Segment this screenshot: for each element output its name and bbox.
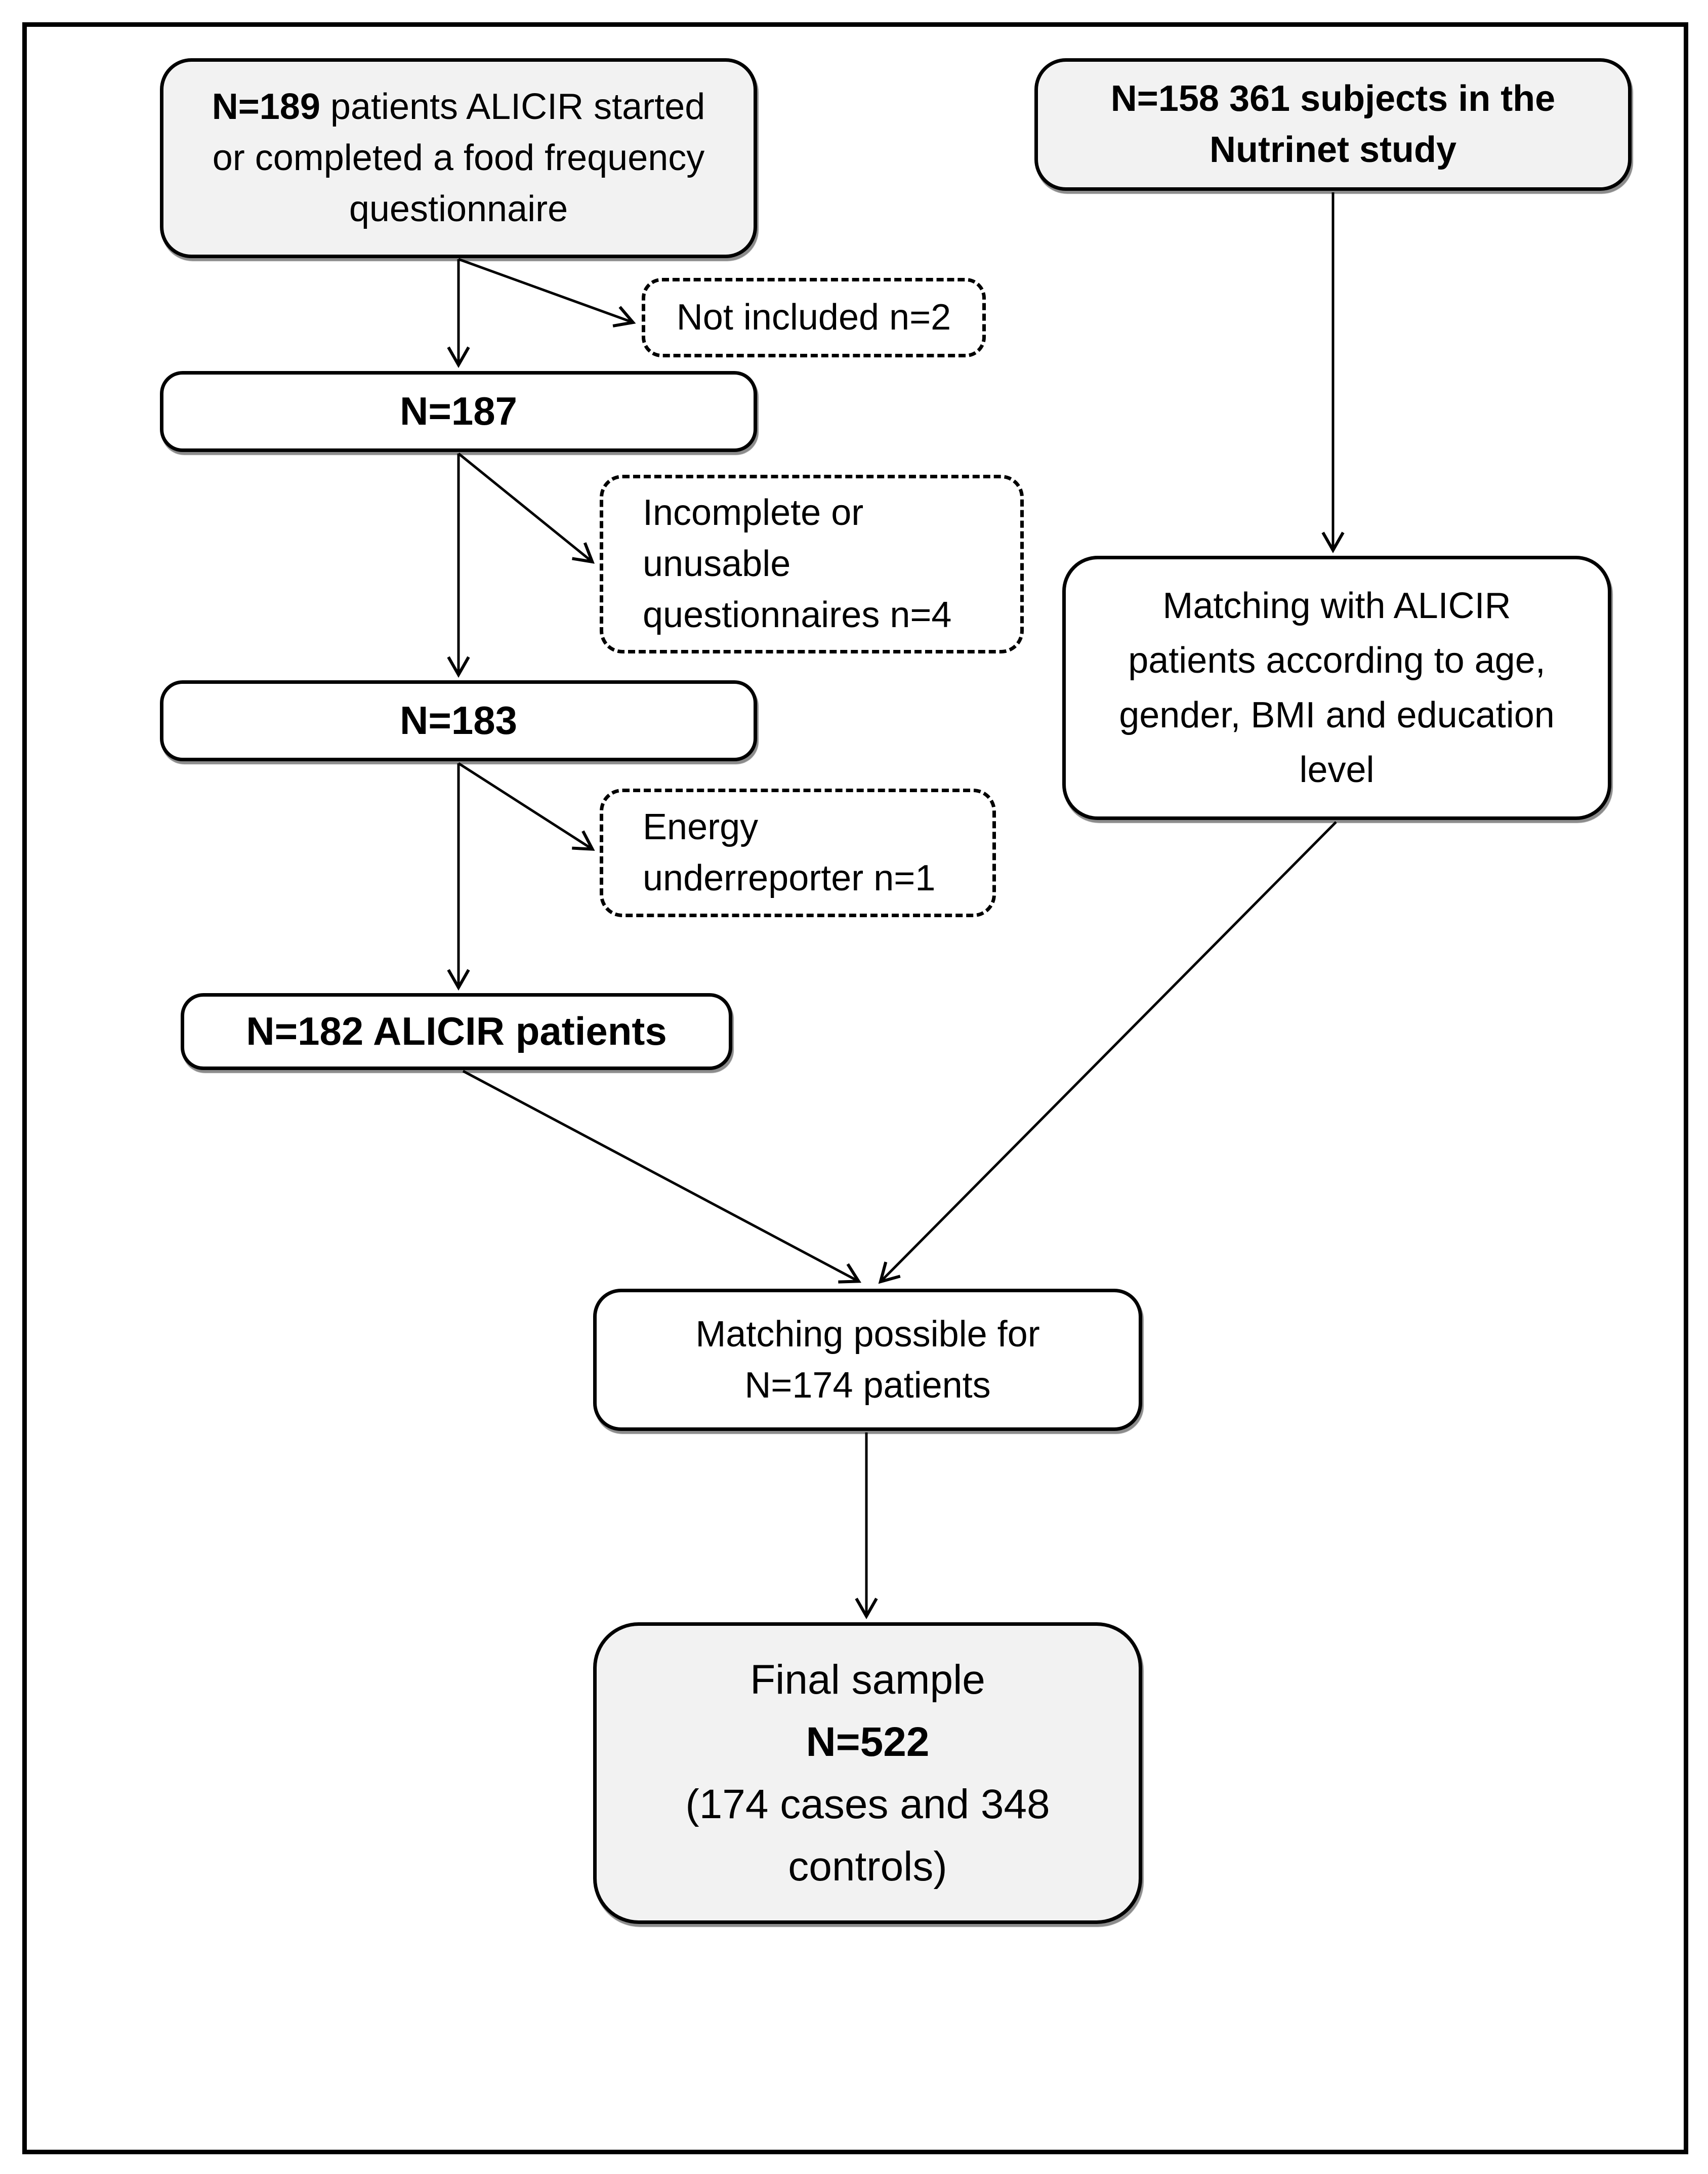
box-text-line: patients according to age, (1128, 640, 1546, 681)
box-text-line: questionnaires n=4 (643, 594, 952, 635)
arrow-matching-to-matching-possible (878, 821, 1337, 1284)
final-sample-count: N=522 (806, 1719, 930, 1765)
box-text-line: Nutrinet study (1209, 130, 1456, 170)
box-n187: N=187 (160, 371, 757, 452)
box-text-line: (174 cases and 348 (685, 1781, 1050, 1827)
box-text-line: controls) (788, 1843, 947, 1890)
box-matching-criteria: Matching with ALICIR patients according … (1062, 556, 1611, 820)
box-n189-patients: N=189 patients ALICIR started or complet… (160, 58, 757, 258)
box-incomplete-questionnaires: Incomplete or unusable questionnaires n=… (600, 475, 1024, 653)
n189-count: N=189 (212, 87, 320, 128)
box-text-line: N=174 patients (744, 1365, 991, 1406)
box-text-line: level (1299, 750, 1374, 790)
box-text-line: or completed a food frequency (212, 138, 705, 179)
box-text-line: Matching possible for (695, 1314, 1040, 1355)
box-n182-alicir-patients: N=182 ALICIR patients (181, 993, 732, 1070)
box-text-line: Matching with ALICIR (1162, 586, 1511, 626)
box-energy-underreporter: Energy underreporter n=1 (600, 789, 996, 917)
arrow-n182-to-matching-possible (462, 1070, 861, 1284)
box-n183: N=183 (160, 680, 757, 761)
box-text-line: unusable (643, 544, 791, 585)
box-text-line: N=158 361 subjects in the (1110, 78, 1556, 119)
box-text-line: N=187 (399, 389, 518, 434)
box-text-line: N=189 patients ALICIR started (212, 81, 705, 133)
box-nutrinet-subjects: N=158 361 subjects in the Nutrinet study (1034, 58, 1632, 191)
box-text-line: Final sample (750, 1657, 985, 1703)
box-final-sample: Final sample N=522 (174 cases and 348 co… (593, 1622, 1142, 1924)
box-not-included: Not included n=2 (642, 278, 986, 357)
box-text-line: N=183 (399, 698, 518, 743)
box-text-line: questionnaire (349, 188, 568, 229)
box-text-line: Energy (643, 807, 759, 848)
box-text-line: gender, BMI and education (1119, 695, 1555, 735)
box-text-line: N=182 ALICIR patients (246, 1009, 667, 1054)
box-matching-possible: Matching possible for N=174 patients (593, 1289, 1142, 1431)
arrow-n189-to-not-included (458, 258, 636, 327)
page-border (22, 22, 1688, 2154)
n189-rest: patients ALICIR started (320, 87, 705, 128)
box-text-line: underreporter n=1 (643, 858, 936, 898)
box-text-line: Not included n=2 (676, 297, 951, 338)
box-text-line: Incomplete or (643, 493, 864, 534)
arrow-n187-to-incomplete (457, 453, 595, 564)
arrow-n183-to-energy (457, 762, 595, 851)
